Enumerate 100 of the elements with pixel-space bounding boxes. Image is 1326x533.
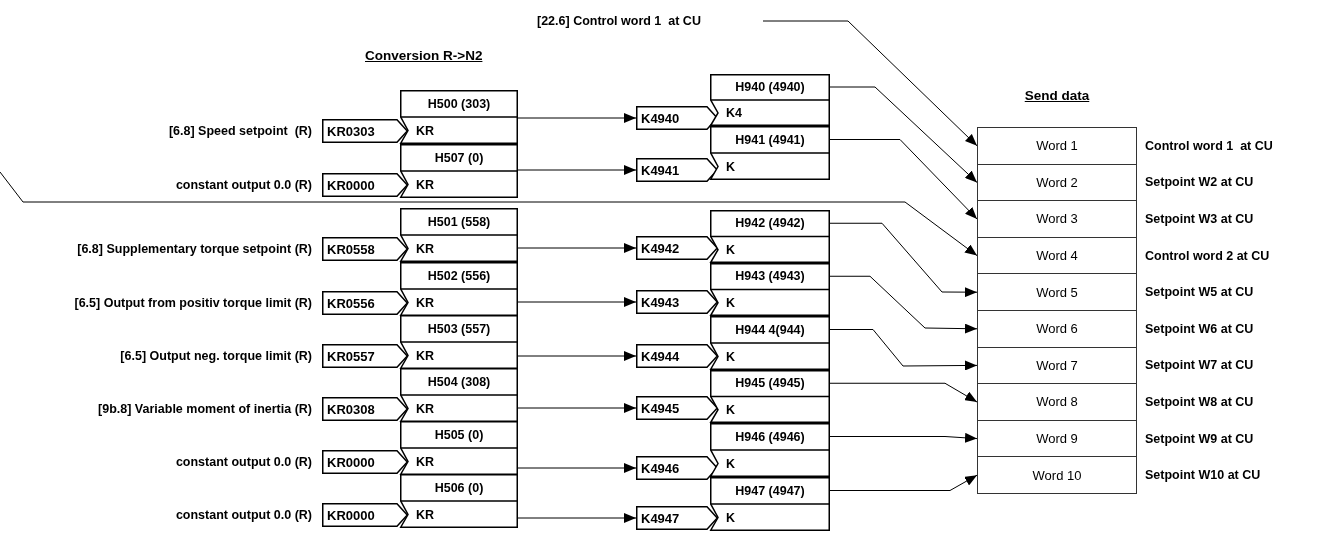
table-row [977, 273, 1137, 311]
table-row [977, 163, 1137, 202]
signal-description: [6.5] Output neg. torque limit (R) [120, 348, 312, 364]
connector-tag: KR0303 [322, 119, 408, 143]
block-signal-type: KR [416, 347, 435, 365]
signal-description: Setpoint W10 at CU [1145, 467, 1261, 484]
function-block [400, 90, 518, 144]
connector-tag: K4944 [636, 344, 718, 368]
arrow [829, 474, 978, 491]
connector-tag: K4946 [636, 456, 718, 480]
table-row [977, 346, 1137, 385]
word-label: Word 5 [1036, 284, 1078, 300]
word-label: Word 9 [1036, 431, 1078, 447]
function-block [710, 423, 830, 477]
connector-tag: K4940 [636, 106, 718, 130]
word-label: Word 6 [1036, 321, 1078, 337]
block-signal-type: K [726, 348, 736, 366]
block-signal-type: KR [416, 176, 435, 194]
signal-description: Control word 1 at CU [1145, 137, 1273, 154]
signal-description: Setpoint W7 at CU [1145, 357, 1254, 374]
block-signal-type: K4 [726, 105, 742, 122]
arrow [829, 86, 978, 183]
block-signal-type: KR [416, 294, 435, 312]
block-parameter: H941 (4941) [734, 131, 806, 149]
function-block [710, 126, 830, 180]
function-block [710, 316, 830, 370]
block-parameter: H504 (308) [426, 373, 492, 391]
table-row [977, 383, 1137, 421]
signal-description: Control word 2 at CU [1145, 247, 1270, 264]
word-label: Word 4 [1036, 248, 1078, 264]
function-block [710, 263, 830, 316]
arrow [517, 113, 637, 123]
block-parameter: H507 (0) [433, 149, 485, 167]
signal-description: Setpoint W5 at CU [1145, 284, 1254, 301]
block-parameter: H506 (0) [433, 479, 485, 497]
table-row [977, 236, 1137, 275]
arrow [517, 513, 637, 523]
signal-description: Setpoint W6 at CU [1145, 320, 1254, 337]
block-signal-type: KR [416, 122, 435, 140]
arrow [762, 20, 978, 147]
block-parameter: H944 4(944) [734, 321, 806, 339]
function-block [400, 208, 518, 262]
word-label: Word 10 [1032, 467, 1082, 483]
signal-description: [6.8] Speed setpoint (R) [168, 123, 312, 139]
block-parameter: H947 (4947) [734, 482, 806, 500]
arrow [0, 171, 978, 257]
block-signal-type: K [726, 455, 736, 473]
signal-description: [9b.8] Variable moment of inertia (R) [98, 401, 312, 417]
function-block [710, 477, 830, 531]
block-parameter: H940 (4940) [734, 79, 806, 96]
connector-tag: K4943 [636, 290, 718, 314]
function-block [400, 474, 518, 528]
block-signal-type: KR [416, 453, 435, 471]
block-parameter: H942 (4942) [734, 215, 806, 233]
connector-tag: K4947 [636, 506, 718, 530]
connector-tag: KR0556 [322, 291, 408, 315]
table-row [977, 200, 1137, 238]
table-row [977, 456, 1137, 494]
arrow [517, 165, 637, 175]
word-label: Word 3 [1036, 211, 1078, 227]
connector-tag: KR0308 [322, 397, 408, 421]
section-heading: Conversion R->N2 [365, 48, 483, 63]
arrow [829, 432, 978, 443]
table-row [977, 127, 1137, 165]
block-parameter: H945 (4945) [734, 375, 806, 393]
function-block [710, 370, 830, 423]
arrow [517, 351, 637, 361]
signal-description: constant output 0.0 (R) [175, 454, 312, 470]
word-label: Word 2 [1036, 174, 1078, 190]
block-signal-type: K [726, 294, 736, 312]
arrow [517, 403, 637, 413]
table-row [977, 419, 1137, 458]
block-parameter: H946 (4946) [734, 428, 806, 446]
block-signal-type: K [726, 158, 736, 176]
connector-tag: KR0558 [322, 237, 408, 261]
table-row [977, 310, 1137, 348]
function-block [400, 262, 518, 316]
signal-description: [6.5] Output from positiv torque limit (R) [74, 295, 312, 311]
arrow [829, 329, 978, 371]
arrow [829, 275, 978, 334]
word-label: Word 7 [1036, 357, 1078, 373]
block-signal-type: K [726, 509, 736, 527]
function-block [400, 368, 518, 422]
signal-description: constant output 0.0 (R) [175, 177, 312, 193]
block-signal-type: KR [416, 506, 435, 524]
block-parameter: H503 (557) [426, 320, 492, 338]
connector-tag: KR0000 [322, 173, 408, 197]
connector-tag: KR0000 [322, 503, 408, 527]
signal-description: constant output 0.0 (R) [175, 507, 312, 523]
block-signal-type: K [726, 241, 736, 259]
function-block [710, 210, 830, 263]
block-parameter: H500 (303) [426, 95, 492, 113]
word-label: Word 8 [1036, 394, 1078, 410]
signal-label: [22.6] Control word 1 at CU [537, 12, 759, 30]
block-parameter: H943 (4943) [734, 268, 806, 286]
block-signal-type: KR [416, 400, 435, 418]
signal-description: Setpoint W9 at CU [1145, 430, 1254, 447]
signal-description: Setpoint W2 at CU [1145, 174, 1254, 191]
connector-tag: K4945 [636, 396, 718, 420]
signal-description: Setpoint W8 at CU [1145, 394, 1254, 410]
